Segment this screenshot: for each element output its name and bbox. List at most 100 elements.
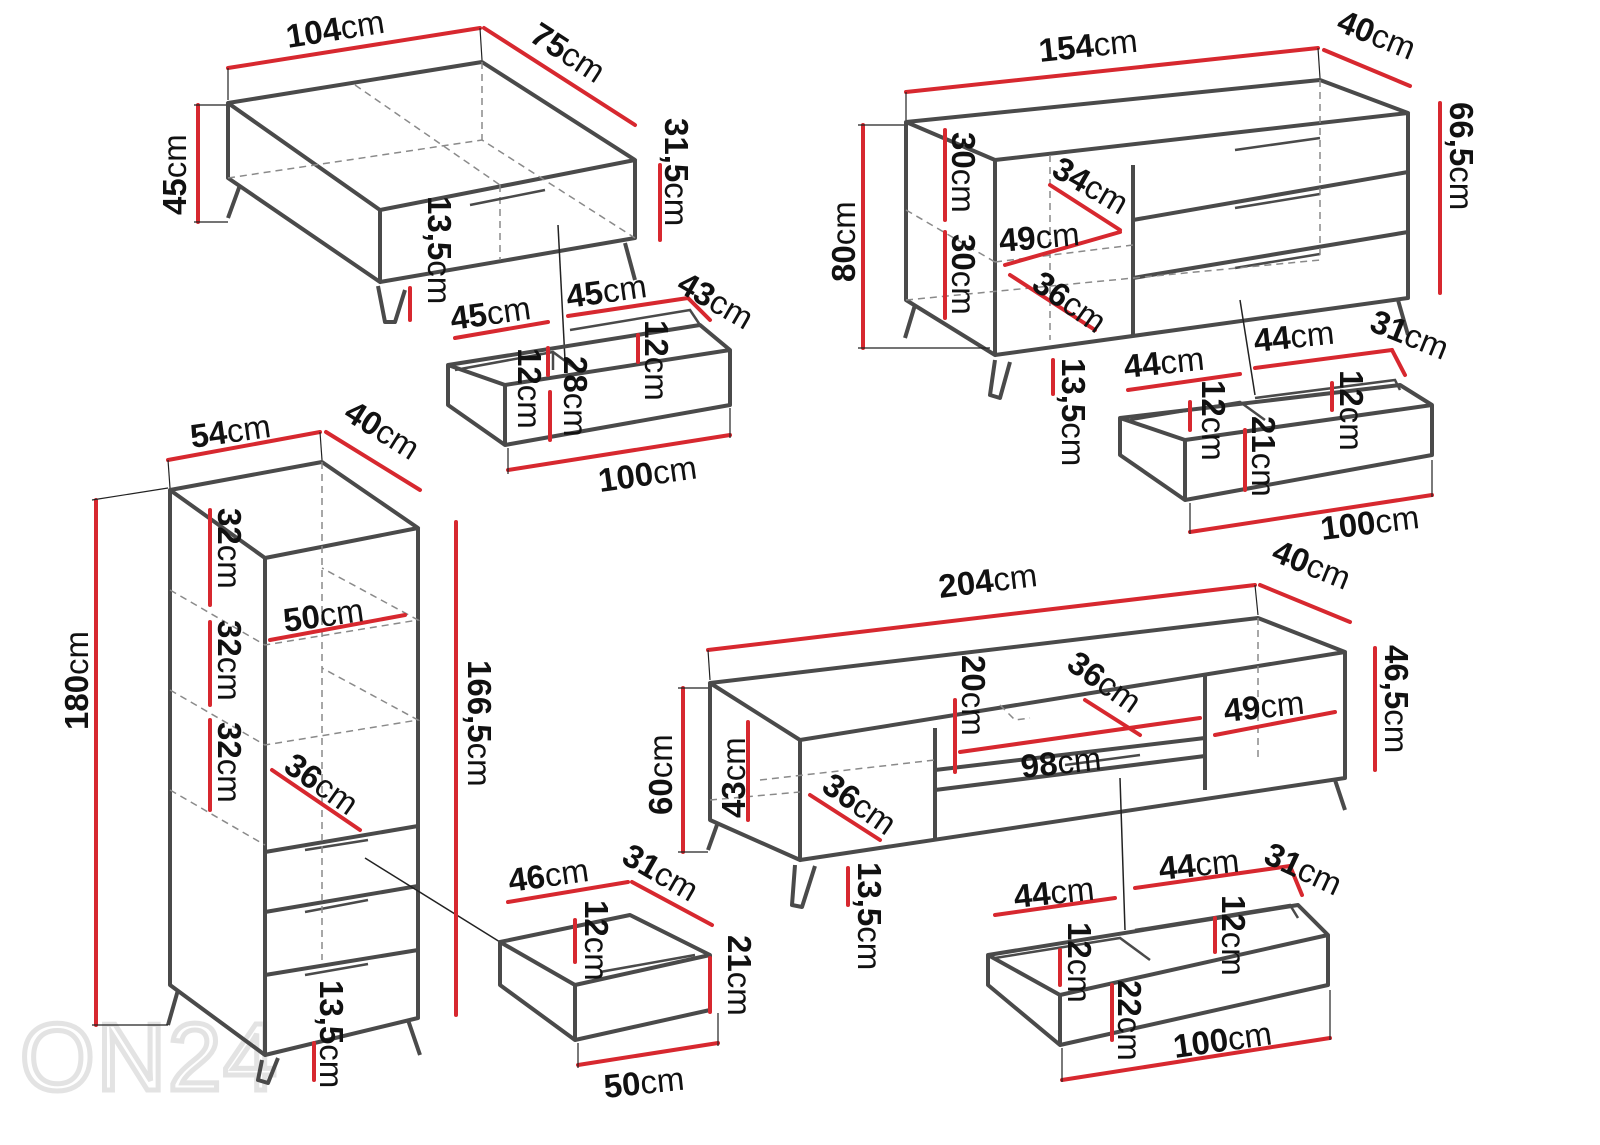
tall-shelf-width-value: 50 [281, 597, 323, 639]
tv-drawer-left-unit: cm [1048, 870, 1096, 911]
coffee-body-height-value: 31,5 [658, 118, 695, 182]
svg-text:98cm: 98cm [1019, 740, 1103, 785]
sideboard: 154cm 40cm 80cm 66,5cm 30cm 30cm 34cm 49… [825, 2, 1480, 547]
tall-width-unit: cm [224, 407, 273, 450]
svg-text:180cm: 180cm [58, 631, 95, 730]
sideboard-shelf-width-unit: cm [1034, 215, 1081, 256]
svg-text:12cm: 12cm [638, 320, 675, 401]
coffee-height-unit: cm [156, 134, 193, 178]
tall-height-unit: cm [58, 631, 95, 675]
tv-top-comp-height-value: 20 [955, 655, 992, 692]
tv-stand-drawer: 44cm 44cm 31cm 12cm 12cm 22cm 100cm [986, 835, 1348, 1082]
sideboard-shelf-bottom-unit: cm [945, 271, 982, 315]
tv-width-value: 204 [936, 561, 996, 605]
svg-text:49cm: 49cm [997, 215, 1081, 259]
sideboard-body-height-value: 66,5 [1443, 102, 1480, 166]
tv-inner-height-value: 43 [715, 781, 752, 818]
tv-leg-height-value: 13,5 [851, 862, 888, 926]
tv-drawer-inner-left-value: 12 [1061, 922, 1098, 959]
sideboard-drawer: 44cm 44cm 31cm 12cm 12cm 21cm 100cm [1118, 302, 1454, 547]
sideboard-shelf-top-unit: cm [945, 169, 982, 213]
svg-text:54cm: 54cm [188, 407, 273, 455]
tall-drawer-inner-unit: cm [578, 937, 615, 981]
svg-text:31,5cm: 31,5cm [658, 118, 695, 226]
tv-middle-width-value: 98 [1019, 744, 1059, 785]
svg-text:100cm: 100cm [596, 449, 699, 499]
coffee-drawer-total-value: 100 [596, 455, 656, 499]
sideboard-leg-height-unit: cm [1055, 422, 1092, 466]
tv-height-value: 60 [642, 778, 679, 815]
tv-height-unit: cm [642, 734, 679, 778]
tv-middle-width-unit: cm [1055, 740, 1103, 781]
coffee-drawer-left-value: 45 [448, 295, 490, 337]
svg-text:12cm: 12cm [578, 900, 615, 981]
svg-text:12cm: 12cm [1215, 895, 1252, 976]
tv-drawer-left-value: 44 [1012, 874, 1053, 915]
tall-shelf-width-unit: cm [317, 591, 366, 634]
svg-text:154cm: 154cm [1037, 22, 1139, 69]
sideboard-leg-height-value: 13,5 [1055, 358, 1092, 422]
coffee-leg-height-value: 13,5 [421, 196, 458, 260]
tv-drawer-front-value: 22 [1111, 980, 1148, 1017]
sideboard-drawer-right-value: 44 [1252, 318, 1293, 359]
coffee-drawer-right-value: 45 [564, 273, 606, 315]
tv-width-unit: cm [991, 556, 1039, 598]
svg-text:12cm: 12cm [511, 348, 548, 429]
tall-cabinet-drawer: 46cm 31cm 12cm 21cm 50cm [498, 836, 758, 1105]
svg-text:100cm: 100cm [1318, 498, 1421, 547]
tv-leg-height-unit: cm [851, 926, 888, 970]
sideboard-shelf-bottom-value: 30 [945, 234, 982, 271]
sideboard-drawer-right-unit: cm [1288, 314, 1336, 355]
svg-text:45cm: 45cm [156, 134, 193, 215]
svg-text:66,5cm: 66,5cm [1443, 102, 1480, 210]
tall-shelf3-unit: cm [211, 759, 248, 803]
sideboard-shelf-top-value: 30 [945, 132, 982, 169]
coffee-table: 104cm 75cm 45cm 31,5cm 13,5cm 45cm 45cm … [156, 3, 760, 499]
tv-drawer-right-value: 44 [1157, 846, 1198, 887]
sideboard-drawer-front-unit: cm [1245, 453, 1282, 497]
tall-drawer-total-unit: cm [638, 1060, 686, 1101]
svg-text:20cm: 20cm [955, 655, 992, 736]
svg-text:12cm: 12cm [1333, 370, 1370, 451]
tv-drawer-inner-right-value: 12 [1215, 895, 1252, 932]
svg-text:36cm: 36cm [816, 765, 903, 842]
svg-text:12cm: 12cm [1195, 380, 1232, 461]
sideboard-drawer-inner-right-unit: cm [1333, 407, 1370, 451]
svg-text:13,5cm: 13,5cm [1055, 358, 1092, 466]
svg-text:13,5cm: 13,5cm [421, 196, 458, 304]
tv-stand: 204cm 40cm 60cm 46,5cm 43cm 20cm 36cm 49… [642, 532, 1415, 1082]
tv-drawer-total-unit: cm [1225, 1015, 1274, 1058]
tv-right-comp-width-unit: cm [1258, 684, 1306, 725]
svg-text:21cm: 21cm [721, 935, 758, 1016]
sideboard-drawer-front-value: 21 [1245, 416, 1282, 453]
sideboard-drawer-left-unit: cm [1158, 340, 1206, 381]
sideboard-height-unit: cm [825, 201, 862, 245]
watermark-logo: ON24 [20, 1004, 279, 1111]
svg-text:104cm: 104cm [283, 3, 387, 55]
sideboard-height-value: 80 [825, 245, 862, 282]
svg-text:32cm: 32cm [211, 722, 248, 803]
tv-drawer-inner-left-unit: cm [1061, 959, 1098, 1003]
sideboard-width-value: 154 [1037, 26, 1096, 69]
svg-text:46,5cm: 46,5cm [1378, 645, 1415, 753]
coffee-drawer-inner-left-value: 12 [511, 348, 548, 385]
svg-text:100cm: 100cm [1171, 1015, 1274, 1065]
svg-text:44cm: 44cm [1157, 842, 1241, 887]
sideboard-width-unit: cm [1092, 22, 1140, 63]
tall-shelf1-unit: cm [211, 545, 248, 589]
sideboard-drawer-inner-right-value: 12 [1333, 370, 1370, 407]
tv-drawer-right-unit: cm [1193, 842, 1241, 883]
tv-body-height-unit: cm [1378, 709, 1415, 753]
svg-text:13,5cm: 13,5cm [313, 980, 350, 1088]
svg-text:49cm: 49cm [1222, 684, 1306, 729]
svg-text:166,5cm: 166,5cm [461, 660, 498, 787]
svg-text:45cm: 45cm [448, 289, 533, 337]
sideboard-shelf-width-value: 49 [997, 219, 1037, 259]
tv-drawer-total-value: 100 [1171, 1021, 1231, 1065]
tall-width-value: 54 [188, 413, 230, 455]
tall-drawer-total-value: 50 [602, 1064, 642, 1105]
coffee-drawer-front-value: 28 [557, 356, 594, 393]
coffee-width-unit: cm [338, 3, 387, 46]
svg-text:12cm: 12cm [1061, 922, 1098, 1003]
